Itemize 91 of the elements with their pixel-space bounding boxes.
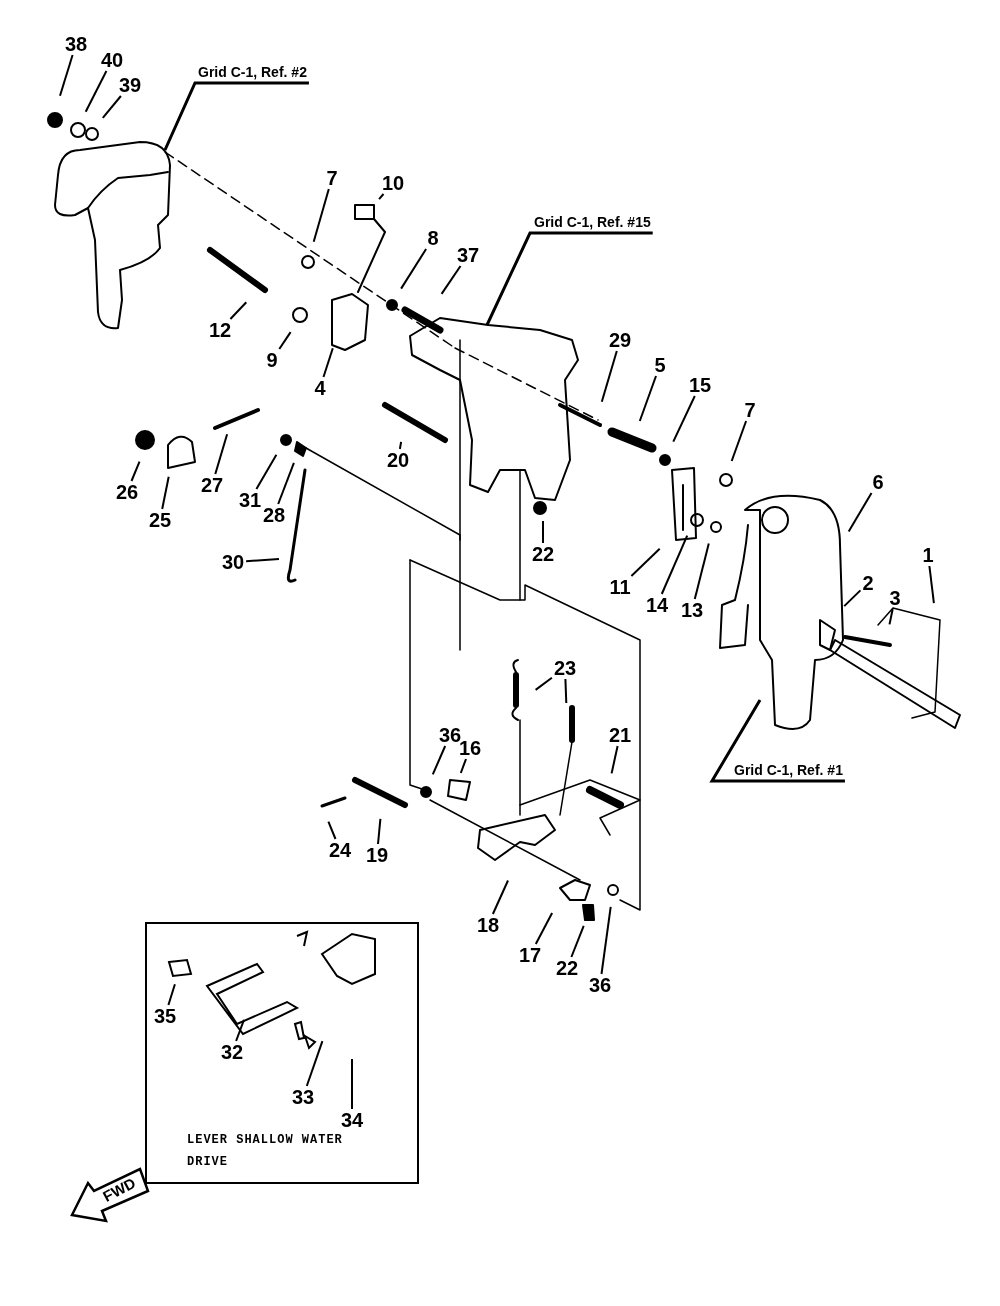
- leader-line: [843, 589, 862, 608]
- leader-line: [229, 301, 248, 320]
- callout-number: 15: [686, 374, 714, 396]
- leader-line: [440, 265, 462, 295]
- leader-line: [638, 375, 657, 422]
- sign-text: FWD: [100, 1174, 139, 1205]
- leader-line: [485, 231, 653, 326]
- leader-line: [709, 699, 845, 783]
- callout-number: 19: [363, 844, 391, 866]
- callout-number: 17: [516, 944, 544, 966]
- callout-number: 25: [146, 509, 174, 531]
- callout-number: 7: [324, 167, 340, 189]
- leader-line: [278, 331, 292, 350]
- leader-line: [534, 676, 553, 691]
- callout-number: 10: [379, 172, 407, 194]
- callout-number: 38: [62, 33, 90, 55]
- leader-line: [491, 879, 509, 915]
- callout-number: 22: [529, 543, 557, 565]
- leader-line: [245, 558, 280, 563]
- leader-line: [377, 817, 382, 845]
- callout-number: 9: [264, 349, 280, 371]
- callout-number: 5: [652, 354, 668, 376]
- leader-line: [398, 440, 403, 450]
- leader-line: [630, 547, 661, 577]
- leader-line: [672, 395, 696, 443]
- callout-number: 33: [289, 1086, 317, 1108]
- callout-number: 6: [870, 471, 886, 493]
- reference-note: Grid C-1, Ref. #2: [196, 64, 309, 83]
- leader-line: [730, 420, 748, 462]
- leader-line: [660, 534, 689, 595]
- callout-number: 37: [454, 244, 482, 266]
- callout-number: 22: [553, 957, 581, 979]
- leader-line: [600, 350, 618, 403]
- leader-line: [693, 542, 710, 600]
- leader-line: [255, 453, 278, 490]
- leader-line: [564, 678, 568, 704]
- callout-number: 34: [338, 1109, 366, 1131]
- leader-line: [101, 95, 122, 119]
- inset-caption: LEVER SHALLOW WATER DRIVE: [187, 1132, 344, 1171]
- callout-number: 14: [643, 594, 671, 616]
- leader-line: [351, 1058, 353, 1110]
- callout-number: 13: [678, 599, 706, 621]
- leader-line: [84, 70, 108, 113]
- leader-line: [322, 347, 334, 378]
- callout-number: 30: [219, 551, 247, 573]
- callout-number: 4: [312, 377, 328, 399]
- reference-note: Grid C-1, Ref. #1: [732, 762, 845, 781]
- callout-number: 39: [116, 74, 144, 96]
- leader-line: [570, 924, 585, 958]
- leader-line: [431, 745, 447, 776]
- callout-number: 1: [920, 544, 936, 566]
- leader-line: [161, 475, 170, 510]
- callout-number: 12: [206, 319, 234, 341]
- leader-line: [277, 461, 295, 505]
- leader-line: [459, 758, 467, 774]
- callout-number: 2: [860, 572, 876, 594]
- callout-number: 24: [326, 839, 354, 861]
- leader-line: [130, 460, 141, 482]
- callout-number: 29: [606, 329, 634, 351]
- leader-line: [327, 820, 337, 840]
- callout-number: 40: [98, 49, 126, 71]
- leader-line: [534, 912, 554, 945]
- leader-line: [312, 188, 330, 243]
- leader-line: [600, 905, 612, 975]
- callout-number: 27: [198, 474, 226, 496]
- leader-line: [610, 745, 619, 775]
- leader-line: [214, 433, 229, 475]
- callout-number: 8: [425, 227, 441, 249]
- leader-line: [847, 492, 873, 533]
- callout-number: 7: [742, 399, 758, 421]
- callout-number: 32: [218, 1041, 246, 1063]
- leader-line: [888, 608, 894, 626]
- callout-number: 18: [474, 914, 502, 936]
- callout-number: 36: [586, 974, 614, 996]
- leader-line: [163, 81, 309, 151]
- leader-line: [167, 983, 176, 1006]
- reference-note: Grid C-1, Ref. #15: [532, 214, 653, 233]
- leader-line: [59, 54, 74, 97]
- callout-number: 20: [384, 449, 412, 471]
- leader-line: [305, 1040, 324, 1087]
- leader-line: [542, 520, 544, 544]
- leader-line: [378, 193, 385, 201]
- callout-number: 11: [607, 576, 633, 598]
- leader-line: [400, 248, 428, 290]
- callout-number: 35: [151, 1005, 179, 1027]
- leader-line: [928, 565, 935, 605]
- callout-number: 21: [606, 724, 634, 746]
- callout-number: 26: [113, 481, 141, 503]
- callout-number: 23: [551, 657, 579, 679]
- callout-number: 3: [887, 587, 903, 609]
- inset-panel: [145, 922, 419, 1184]
